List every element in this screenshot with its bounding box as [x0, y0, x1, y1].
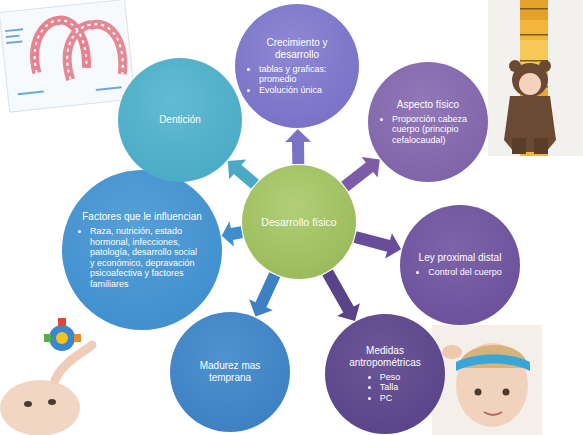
chart-card	[0, 0, 135, 112]
legend-line	[5, 28, 23, 32]
legend-line	[18, 90, 44, 95]
measuring-tape	[456, 355, 530, 372]
bear-ear	[539, 60, 551, 72]
dentition-illustration	[0, 0, 135, 112]
toy-center	[56, 332, 68, 344]
height-chart-photo	[488, 0, 583, 156]
circle-heading: Crecimiento y desarrollo	[249, 37, 345, 61]
bullet-list: Raza, nutrición, estado hormonal, infecc…	[80, 226, 204, 289]
block-arrow	[322, 270, 360, 321]
toy-part	[58, 318, 66, 326]
leg	[512, 138, 526, 154]
photo-background	[488, 0, 583, 156]
bullet-list: tablas y graficas: promedioEvolución úni…	[249, 64, 345, 96]
block-arrow	[228, 160, 259, 189]
bear-suit	[504, 96, 556, 152]
baby-photo	[0, 318, 92, 435]
baby-eye	[24, 401, 32, 407]
bear-ear	[509, 60, 521, 72]
bullet-list: Proporción cabeza cuerpo (principio cefa…	[382, 114, 474, 146]
leg	[534, 138, 548, 154]
block-arrow	[354, 231, 402, 258]
circle-heading: Aspecto físico	[397, 99, 459, 111]
legend-line	[6, 40, 22, 44]
topic-circle: Factores que le influencianRaza, nutrici…	[62, 170, 222, 330]
toy	[49, 325, 75, 351]
hand	[442, 345, 462, 359]
bullet-item: PC	[380, 393, 401, 404]
toy-part	[44, 334, 51, 342]
legend-line	[6, 35, 20, 38]
baby-eye	[48, 399, 56, 405]
head-measure-photo	[432, 325, 542, 435]
topic-circle: Dentición	[118, 58, 242, 182]
ruler-tick	[520, 8, 548, 10]
child-face	[519, 73, 541, 95]
ruler-band	[520, 0, 548, 20]
teeth-marks	[64, 22, 125, 80]
block-arrow	[285, 129, 311, 164]
bullet-item: Proporción cabeza cuerpo (principio cefa…	[392, 114, 474, 146]
circle-heading: Dentición	[159, 114, 201, 126]
bullet-item: Control del cuerpo	[428, 267, 502, 278]
photo-background	[432, 325, 542, 435]
topic-circle: Aspecto físicoProporción cabeza cuerpo (…	[368, 62, 488, 182]
topic-circle: Crecimiento y desarrollo tablas y grafica…	[235, 4, 359, 128]
bullet-item: Talla	[380, 382, 401, 393]
toy-part	[74, 334, 81, 342]
circle-heading: Madurez mas temprana	[184, 360, 276, 384]
bullet-list: PesoTallaPC	[370, 372, 401, 404]
legend-line	[96, 86, 122, 91]
circle-heading: Ley proximal distal	[419, 252, 502, 264]
topic-circle: Medidas antropométricasPesoTallaPC	[325, 314, 445, 434]
bullet-item: Peso	[380, 372, 401, 383]
circle-heading: Medidas antropométricas	[339, 345, 431, 369]
bullet-item: Raza, nutrición, estado hormonal, infecc…	[90, 226, 204, 289]
ruler-tick	[520, 34, 548, 36]
topic-circle: Ley proximal distalControl del cuerpo	[400, 205, 520, 325]
central-circle: Desarrollo físico	[242, 165, 356, 279]
bullet-list: Control del cuerpo	[418, 267, 502, 278]
lower-arch	[64, 22, 125, 80]
teeth-marks	[31, 18, 87, 73]
child-eye	[503, 389, 510, 396]
child-mouth	[484, 412, 502, 415]
block-arrow	[341, 157, 380, 191]
child-eye	[475, 389, 482, 396]
block-arrow	[222, 221, 243, 247]
baby-head	[0, 380, 80, 435]
topic-circle: Madurez mas temprana	[170, 312, 290, 432]
bullet-item: tablas y graficas: promedio	[259, 64, 345, 85]
circle-heading: Desarrollo físico	[261, 216, 336, 228]
block-arrow	[249, 272, 280, 316]
circle-heading: Factores que le influencian	[82, 211, 202, 223]
bullet-item: Evolución única	[259, 85, 345, 96]
